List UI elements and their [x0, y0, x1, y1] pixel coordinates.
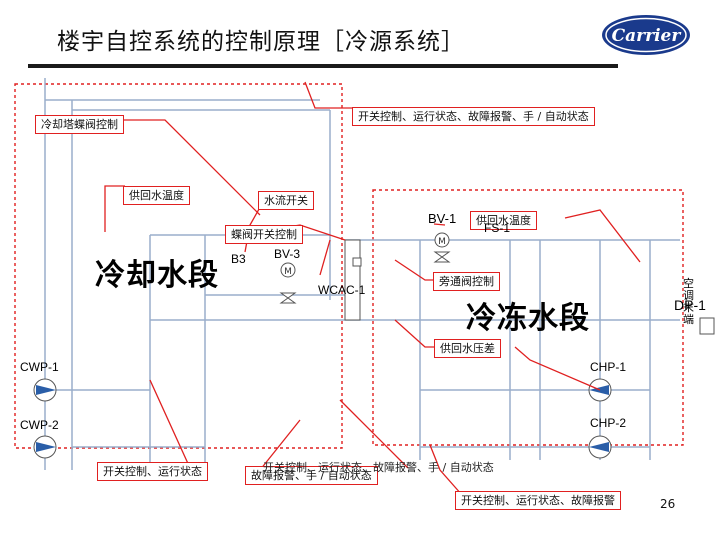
- callout-status-bottom-left: 开关控制、运行状态: [97, 462, 208, 481]
- chiller-unit: [344, 239, 361, 321]
- callout-tower-valve: 冷却塔蝶阀控制: [35, 115, 124, 134]
- callout-valve-switch: 蝶阀开关控制: [225, 225, 303, 244]
- tag-wcac-1: WCAC-1: [318, 283, 366, 297]
- valve-bv-3: M: [279, 262, 297, 304]
- pump-cwp-1: [33, 378, 57, 402]
- callout-status-bottom-right: 开关控制、运行状态、故障报警: [455, 491, 621, 510]
- tag-cwp-1: CWP-1: [20, 360, 59, 374]
- carrier-logo: Carrier: [602, 15, 690, 55]
- pump-cwp-2: [33, 435, 57, 459]
- valve-bv-1: M: [433, 232, 451, 263]
- chilled-water-section-label: 冷冻水段: [466, 301, 590, 336]
- tag-fs-1: FS-1: [484, 221, 511, 235]
- chilled-section-box: [372, 189, 684, 446]
- callout-status-top-right: 开关控制、运行状态、故障报警、手 / 自动状态: [352, 107, 595, 126]
- callout-supply-return-pressure: 供回水压差: [434, 339, 501, 358]
- callout-supply-return-temp-right: 供回水温度: [470, 211, 537, 230]
- tag-chp-2: CHP-2: [590, 416, 627, 430]
- callout-bypass-valve: 旁通阀控制: [433, 272, 500, 291]
- callout-status-bottom-mid-back: 故障报警、手 / 自动状态: [245, 466, 378, 485]
- tag-b3: B3: [231, 252, 246, 266]
- logo-text: Carrier: [612, 26, 682, 46]
- cooling-section-box: [14, 83, 343, 449]
- svg-text:M: M: [284, 267, 292, 277]
- cooling-water-section-label: 冷却水段: [95, 258, 219, 293]
- flow-switch-symbol: [352, 257, 362, 267]
- callout-status-bottom-mid-front: 开关控制、运行状态、故障报警、手 / 自动状态: [263, 461, 494, 474]
- terminal-side-label: 空调末端: [683, 277, 694, 326]
- tag-chp-1: CHP-1: [590, 360, 627, 374]
- page-number: 26: [660, 497, 676, 511]
- dp-1-sensor: [699, 317, 715, 335]
- tag-cwp-2: CWP-2: [20, 418, 59, 432]
- tag-bv-1: BV-1: [428, 211, 457, 226]
- pump-chp-2: [588, 435, 612, 459]
- callout-supply-return-temp-left: 供回水温度: [123, 186, 190, 205]
- callout-flow-switch: 水流开关: [258, 191, 314, 210]
- title-underline: [28, 64, 618, 68]
- tag-dp-1: DP-1: [674, 297, 706, 313]
- slide-title: 楼宇自控系统的控制原理［冷源系统］: [57, 29, 465, 55]
- tag-bv-3: BV-3: [274, 247, 301, 261]
- svg-text:M: M: [438, 237, 446, 247]
